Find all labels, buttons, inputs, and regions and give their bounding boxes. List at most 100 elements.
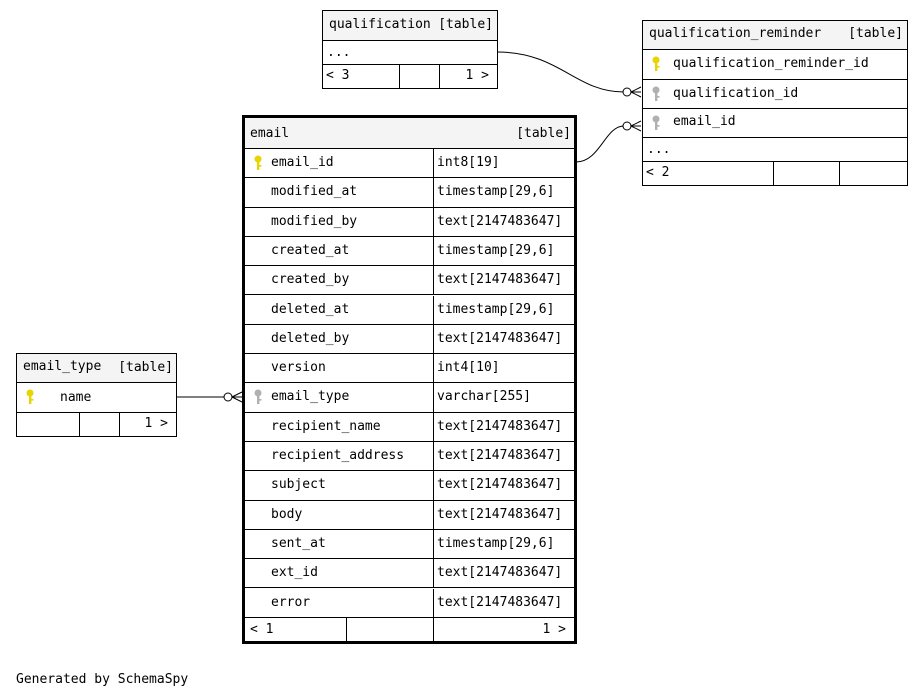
column-name: recipient_name (271, 418, 381, 434)
connector-qualification-to-reminder (496, 51, 625, 93)
table-email[interactable]: email [table] email_id int8[19] modified_a… (242, 115, 577, 644)
column-row[interactable]: email_type varchar[255] (245, 383, 574, 413)
column-type: timestamp[29,6] (437, 242, 555, 258)
foreign-key-icon (652, 115, 660, 130)
foreign-key-icon (254, 389, 262, 405)
primary-key-icon (254, 155, 262, 170)
parents-count[interactable]: 1 > (542, 622, 566, 637)
connector-crowfoot (630, 86, 642, 98)
column-row[interactable]: qualification_reminder_id (643, 50, 907, 80)
column-type: text[2147483647] (437, 418, 563, 434)
column-name: body (271, 506, 303, 522)
table-name: email (250, 126, 290, 141)
column-type: text[2147483647] (437, 213, 563, 229)
connector-zero-many-marker (622, 87, 632, 97)
column-row[interactable]: body text[2147483647] (245, 500, 574, 530)
column-type: timestamp[29,6] (437, 535, 555, 551)
column-row[interactable]: recipient_name text[2147483647] (245, 412, 574, 442)
column-type: text[2147483647] (437, 506, 563, 522)
column-row[interactable]: created_at timestamp[29,6] (245, 236, 574, 267)
ellipsis-row: ... (643, 138, 907, 162)
column-name: created_at (271, 242, 350, 258)
column-row[interactable]: deleted_at timestamp[29,6] (245, 295, 574, 325)
children-count[interactable]: < 3 (326, 68, 350, 83)
column-type: text[2147483647] (437, 565, 563, 581)
column-row[interactable]: email_id int8[19] (245, 149, 574, 179)
column-name: recipient_address (271, 448, 405, 463)
column-row[interactable]: modified_at timestamp[29,6] (245, 178, 574, 208)
column-row[interactable]: name (17, 383, 176, 413)
column-name: qualification_reminder_id (673, 56, 869, 71)
connector-crowfoot (630, 120, 642, 132)
table-qualification[interactable]: qualification [table] ... < 3 1 > (322, 10, 498, 89)
column-type: text[2147483647] (437, 448, 563, 463)
ellipsis: ... (647, 142, 671, 157)
connector-zero-many-marker (622, 121, 632, 131)
column-name: subject (271, 477, 326, 493)
ellipsis-row: ... (323, 41, 497, 65)
table-type-label: [table] (848, 26, 903, 41)
parents-count[interactable]: 1 > (465, 68, 489, 83)
parents-count[interactable]: 1 > (144, 416, 168, 431)
column-row[interactable]: modified_by text[2147483647] (245, 207, 574, 237)
column-row[interactable]: deleted_by text[2147483647] (245, 324, 574, 355)
primary-key-icon (26, 389, 34, 404)
children-count[interactable]: < 1 (250, 622, 274, 637)
column-row[interactable]: ext_id text[2147483647] (245, 559, 574, 589)
table-footer: < 2 (643, 162, 907, 185)
column-name: created_by (271, 272, 350, 288)
column-name: name (60, 390, 92, 405)
ellipsis: ... (327, 45, 351, 60)
table-header: email [table] (245, 118, 574, 149)
column-name: deleted_at (271, 301, 350, 317)
table-name: qualification_reminder (649, 26, 822, 41)
column-name: deleted_by (271, 330, 350, 346)
table-header: email_type [table] (17, 354, 176, 383)
column-row[interactable]: error text[2147483647] (245, 588, 574, 618)
column-name: qualification_id (673, 86, 799, 101)
column-name: email_id (271, 155, 334, 170)
column-name: email_type (271, 389, 350, 405)
table-qualification-reminder[interactable]: qualification_reminder [table] qualifica… (642, 20, 908, 186)
table-footer: 1 > (17, 413, 176, 436)
column-type: timestamp[29,6] (437, 301, 555, 317)
column-type: text[2147483647] (437, 330, 563, 346)
table-name: qualification (329, 17, 431, 32)
table-footer: < 3 1 > (323, 65, 497, 88)
column-row[interactable]: email_id (643, 109, 907, 138)
column-row[interactable]: subject text[2147483647] (245, 471, 574, 501)
column-name: modified_at (271, 184, 358, 200)
primary-key-icon (652, 56, 660, 71)
column-row[interactable]: recipient_address text[2147483647] (245, 442, 574, 472)
column-type: int4[10] (437, 360, 500, 376)
foreign-key-icon (652, 86, 660, 101)
column-type: timestamp[29,6] (437, 184, 555, 200)
table-name: email_type (23, 359, 102, 374)
column-type: int8[19] (437, 155, 500, 170)
table-header: qualification [table] (323, 11, 497, 41)
table-header: qualification_reminder [table] (643, 21, 907, 50)
column-name: modified_by (271, 213, 358, 229)
column-type: text[2147483647] (437, 477, 563, 493)
column-type: text[2147483647] (437, 272, 563, 288)
table-type-label: [table] (118, 360, 173, 375)
connector-email-to-reminder (575, 125, 625, 163)
column-name: error (271, 594, 311, 610)
children-count[interactable]: < 2 (646, 165, 670, 180)
column-row[interactable]: qualification_id (643, 80, 907, 109)
column-name: version (271, 360, 326, 376)
column-row[interactable]: version int4[10] (245, 354, 574, 384)
column-type: varchar[255] (437, 389, 531, 405)
column-type: text[2147483647] (437, 594, 563, 610)
column-name: email_id (673, 114, 736, 129)
generated-by-footer: Generated by SchemaSpy (16, 672, 189, 687)
connector-crowfoot (231, 391, 243, 403)
column-row[interactable]: created_by text[2147483647] (245, 266, 574, 296)
table-type-label: [table] (516, 126, 571, 141)
table-footer: < 1 1 > (245, 618, 574, 642)
table-email-type[interactable]: email_type [table] name 1 > (16, 353, 177, 437)
table-type-label: [table] (438, 17, 493, 32)
column-name: ext_id (271, 565, 318, 581)
